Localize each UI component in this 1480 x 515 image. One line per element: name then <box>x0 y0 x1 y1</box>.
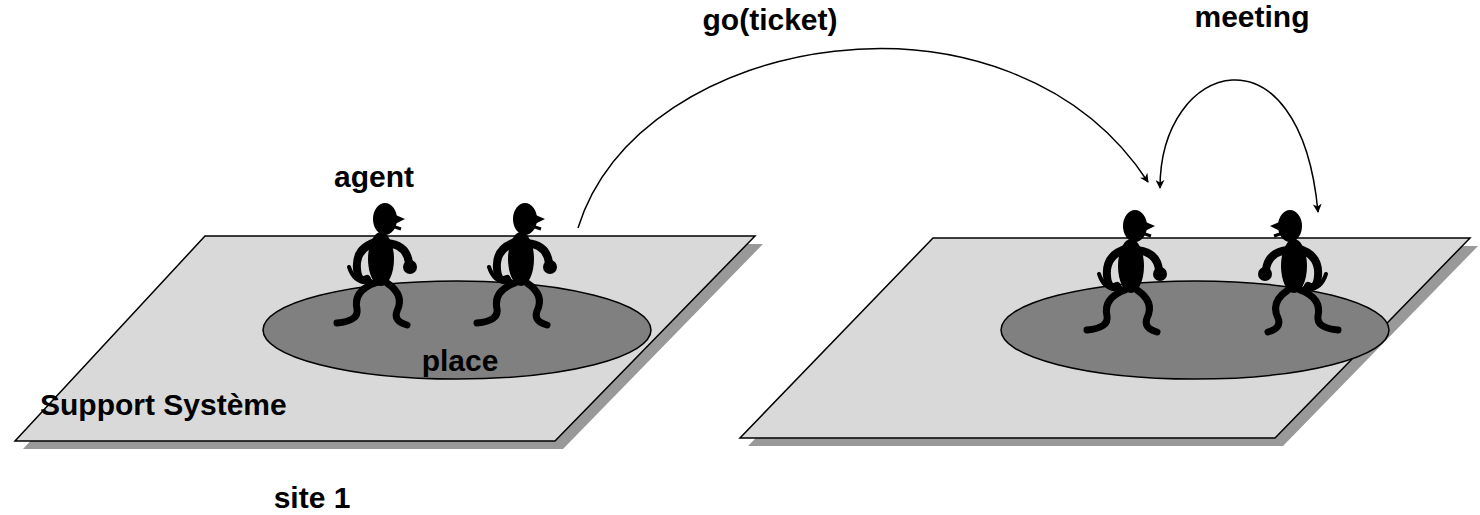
place-ellipse <box>263 281 651 379</box>
place-name: place <box>422 344 499 378</box>
system-platform <box>15 236 755 441</box>
agent-figure <box>337 203 417 325</box>
platform-name: Support Système <box>40 388 287 422</box>
agent-figure <box>1087 210 1167 332</box>
agent-figure <box>1258 210 1338 332</box>
place-ellipse <box>1001 281 1389 379</box>
agent-figure <box>477 203 557 325</box>
site-name: site 1 <box>274 481 351 515</box>
meeting-arc <box>1160 80 1318 212</box>
system-platform: Support Systèmesite 1place <box>15 236 765 451</box>
migration-arc <box>578 49 1148 228</box>
action-label: go(ticket) <box>703 3 838 37</box>
system-platform <box>740 238 1470 438</box>
interaction-label: meeting <box>1194 0 1309 34</box>
agent-label: agent <box>334 160 414 194</box>
place-ellipse: place <box>262 280 652 380</box>
